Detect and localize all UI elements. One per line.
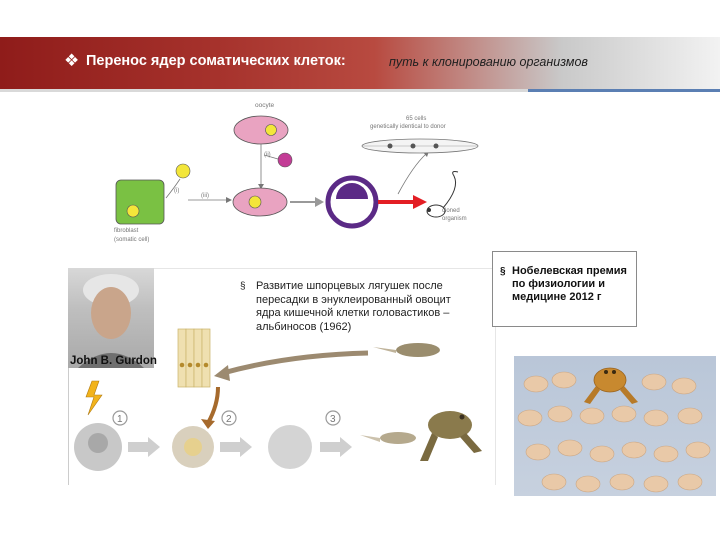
arrow-transfer-head xyxy=(226,197,232,203)
slide-subtitle: путь к клонированию организмов xyxy=(389,55,588,69)
arrow-to-embryo-head xyxy=(315,197,324,207)
cells-count-label: 65 cells xyxy=(406,116,426,122)
albino-tadpole xyxy=(396,343,440,357)
dish-cell-3 xyxy=(433,143,439,149)
tadpole-tail xyxy=(373,347,396,353)
arrow-nucleus-head xyxy=(201,419,215,429)
arrow-step-3 xyxy=(320,437,352,457)
cells-genetic-label: genetically identical to donor xyxy=(370,124,446,130)
nuclear-transfer-illustration: 1 2 3 xyxy=(74,328,482,471)
step-ii-label: (ii) xyxy=(264,152,271,158)
tadpole-result-tail xyxy=(360,435,380,442)
donor-nucleus xyxy=(175,163,191,179)
step-3-badge xyxy=(325,410,341,426)
cloning-diagram: oocyte (ii) fibroblast (somatic cell) (i… xyxy=(108,96,488,246)
cloning-diagram-svg: oocyte (ii) fibroblast (somatic cell) (i… xyxy=(114,102,479,243)
dish-cell-1 xyxy=(387,143,393,149)
pigmented-frog xyxy=(584,367,638,404)
step-1-badge xyxy=(112,410,128,426)
cloned-organism-eye xyxy=(427,208,431,212)
egg-1-nucleus xyxy=(88,433,108,453)
step-i-label: (i) xyxy=(174,188,179,194)
oocyte-nucleus xyxy=(265,124,277,136)
nobel-prize-text: Нобелевская премия по физиологии и медиц… xyxy=(512,265,627,303)
diamond-bullet-icon: ❖ xyxy=(64,51,80,70)
gurdon-panel xyxy=(68,268,496,485)
albino-frogs-group xyxy=(517,371,711,493)
frog-leg-back xyxy=(460,433,482,453)
shoulders-shape xyxy=(78,353,144,368)
dish-cell-2 xyxy=(410,143,416,149)
cloned-frogs-illustration xyxy=(517,367,711,493)
organism-label: organism xyxy=(442,216,467,222)
frog-eye xyxy=(459,414,465,420)
cloned-label: cloned xyxy=(442,208,460,214)
transferred-nucleus xyxy=(248,195,262,209)
red-arrow-head xyxy=(413,195,427,209)
curved-arrow-to-cells xyxy=(222,350,369,376)
frog-leg-front xyxy=(420,433,438,461)
square-bullet-icon: § xyxy=(240,281,246,292)
gurdon-description-text: Развитие шпорцевых лягушек после пересад… xyxy=(256,280,451,333)
fibroblast-nucleus xyxy=(126,204,140,218)
step-2-badge xyxy=(221,410,237,426)
step-3-label: 3 xyxy=(330,414,336,425)
title-underline-accent xyxy=(528,89,720,92)
arrow-extract-nucleus xyxy=(165,178,181,199)
gurdon-photo-label: John B. Gurdon xyxy=(70,355,157,367)
cloned-frogs-photo xyxy=(514,356,716,496)
arrow-step-1 xyxy=(128,437,160,457)
egg-2-nucleus xyxy=(184,438,202,456)
title-underline xyxy=(0,89,720,92)
step-iii-label: (iii) xyxy=(201,193,209,199)
gurdon-photo xyxy=(68,268,154,368)
arrow-nucleus-to-egg xyxy=(206,386,220,424)
egg-3 xyxy=(268,425,312,469)
inner-cell-mass xyxy=(336,183,368,199)
oocyte-cell xyxy=(233,115,289,145)
fibroblast-label: fibroblast xyxy=(114,228,139,234)
slide-title: Перенос ядер соматических клеток: xyxy=(86,53,346,69)
step-1-label: 1 xyxy=(117,414,123,425)
arrow-enucleation xyxy=(263,154,279,160)
nobel-box xyxy=(492,251,637,327)
gurdon-description: § Развитие шпорцевых лягушек после перес… xyxy=(240,280,476,334)
arrow-to-dish xyxy=(397,153,427,195)
cloned-organism-icon xyxy=(426,204,446,218)
uv-lightning-icon xyxy=(85,380,103,416)
square-bullet-icon: § xyxy=(500,266,506,277)
arrow-oocyte-down-head xyxy=(258,184,264,189)
oocyte-label: oocyte xyxy=(255,102,275,109)
title-bar: ❖ Перенос ядер соматических клеток: путь… xyxy=(0,37,720,89)
fibroblast-cell xyxy=(115,179,165,225)
fibroblast-sublabel: (somatic cell) xyxy=(114,237,149,243)
removed-nucleus xyxy=(277,152,293,168)
tadpole-result xyxy=(380,432,416,444)
curved-arrow-head xyxy=(214,365,230,381)
arrow-step-2 xyxy=(220,437,252,457)
intestinal-cells xyxy=(177,328,211,388)
step-2-label: 2 xyxy=(226,414,232,425)
nobel-prize-note: § Нобелевская премия по физиологии и мед… xyxy=(500,265,630,304)
face-shape xyxy=(91,287,131,339)
cloned-organism-tail xyxy=(442,171,459,209)
portrait-icon xyxy=(78,274,144,368)
